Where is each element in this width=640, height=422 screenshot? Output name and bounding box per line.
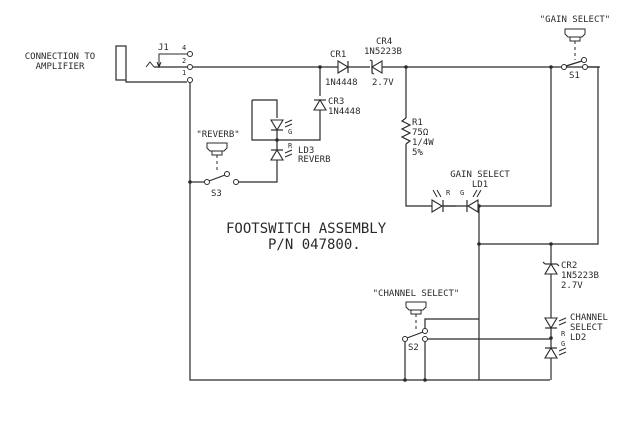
ld2-red-led-icon [544, 317, 567, 330]
j1-pin2-label: 2 [182, 57, 186, 65]
cr1-ref: CR1 [330, 50, 346, 60]
cr4-ref: CR4 [376, 37, 392, 47]
title-line1: FOOTSWITCH ASSEMBLY [226, 221, 387, 237]
j1-pin1-label: 1 [182, 69, 186, 77]
ld1-green-led-icon [466, 189, 482, 213]
footswitch-button-icon [564, 28, 586, 38]
cr3-diode-icon [313, 98, 327, 111]
cr2-value: 2.7V [561, 281, 583, 291]
ld2-name-line1: CHANNEL [570, 313, 608, 323]
cr2-ref: CR2 [561, 261, 577, 271]
s2-label: "CHANNEL SELECT" [373, 289, 460, 299]
cr3-part: 1N4448 [328, 107, 361, 117]
jack-switch-lead [158, 53, 187, 67]
ld2-ref: LD2 [570, 333, 586, 343]
footswitch-button-icon [206, 142, 228, 152]
s1-label: "GAIN SELECT" [540, 15, 610, 25]
cr3-ref: CR3 [328, 97, 344, 107]
j1-pin1 [187, 77, 193, 83]
footswitch-button-icon [405, 301, 427, 311]
ld2-led-bottom-color: G [561, 340, 565, 348]
cr4-part: 1N5223B [364, 47, 402, 57]
ld2-green-led-icon [544, 346, 567, 359]
plug-to-pin1-wire [125, 80, 187, 83]
s1-return-wire [550, 66, 599, 245]
ld3-name: REVERB [298, 155, 331, 165]
jack-tip-symbol [145, 61, 155, 68]
cr2-zener-icon [542, 261, 560, 275]
s3-ref: S3 [211, 189, 222, 199]
cr2-part: 1N5223B [561, 271, 599, 281]
j1-pin4-label: 4 [182, 44, 186, 52]
s1-gain-select-switch[interactable]: "GAIN SELECT" S1 [540, 15, 610, 81]
ld2-led-top-color: R [561, 330, 566, 338]
s2-ref: S2 [408, 343, 419, 353]
ld3-led-bottom-color: R [288, 142, 293, 150]
s2-channel-select-switch[interactable]: "CHANNEL SELECT" S2 [373, 289, 460, 353]
r1-tolerance: 5% [412, 148, 423, 158]
cr1-part: 1N4448 [325, 78, 358, 88]
j1-pin4 [187, 51, 193, 57]
cr4-value: 2.7V [372, 78, 394, 88]
r1-ref: R1 [412, 118, 423, 128]
ld2-name-line2: SELECT [570, 323, 603, 333]
ld3-ref: LD3 [298, 146, 314, 156]
ld1-name: GAIN SELECT [450, 170, 510, 180]
ld3-loop-wire [252, 99, 278, 118]
j1-ref-label: J1 [158, 43, 169, 53]
title-line2: P/N 047800. [268, 237, 361, 253]
ld3-green-led-icon [270, 119, 293, 132]
connection-label-line1: CONNECTION TO [25, 52, 95, 62]
s3-reverb-switch[interactable]: "REVERB" S3 [196, 130, 239, 199]
connection-label-line2: AMPLIFIER [36, 62, 85, 72]
s3-label: "REVERB" [196, 130, 239, 140]
ld1-led-left-color: R [446, 189, 451, 197]
ld1-led-right-color: G [460, 189, 464, 197]
cr4-zener-icon [369, 59, 383, 75]
amplifier-connector-plug [115, 45, 127, 81]
j1-pin2 [187, 64, 193, 70]
r1-value: 75Ω [412, 128, 429, 138]
ld3-red-led-icon [270, 148, 293, 161]
cr1-diode-icon [337, 60, 350, 74]
r1-power: 1/4W [412, 138, 434, 148]
ld1-red-led-icon [431, 189, 444, 213]
s1-ref: S1 [569, 71, 580, 81]
ld3-led-top-color: G [288, 128, 292, 136]
r1-resistor-icon [400, 117, 412, 145]
ld1-ref: LD1 [472, 180, 488, 190]
